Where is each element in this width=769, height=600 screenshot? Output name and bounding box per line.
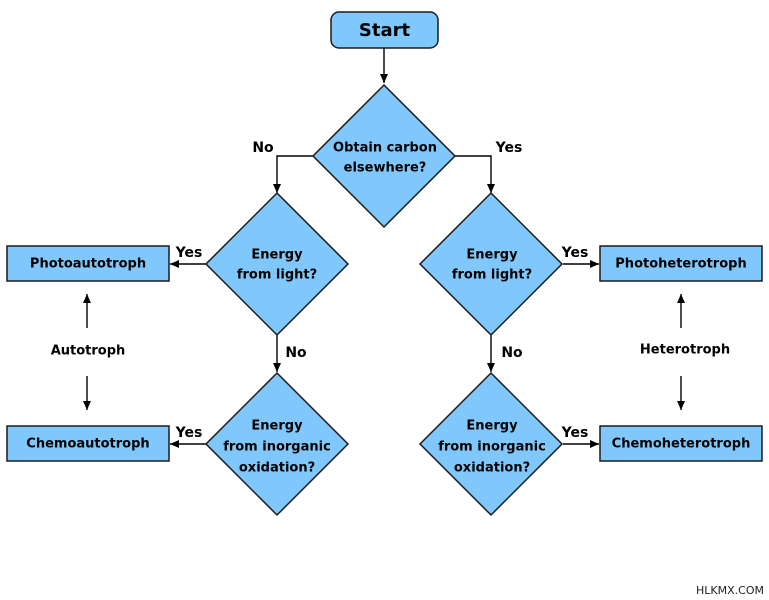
start-node: Start	[330, 11, 439, 49]
decision-light-right-line1: Energy	[466, 248, 518, 263]
edge-label-carbon-yes: Yes	[495, 140, 523, 156]
decision-carbon: Obtain carbon elsewhere?	[311, 83, 457, 229]
decision-inorganic-left-line2: from inorganic	[223, 440, 331, 455]
decision-light-left: Energy from light?	[204, 191, 350, 337]
decision-inorganic-right: Energy from inorganic oxidation?	[418, 371, 564, 517]
decision-carbon-line1: Obtain carbon	[333, 141, 437, 156]
edge-label-light-right-no: No	[501, 345, 523, 361]
edge-label-light-left-no: No	[285, 345, 307, 361]
decision-inorganic-right-line1: Energy	[466, 419, 518, 434]
edge-label-carbon-no: No	[252, 140, 274, 156]
edge-label-light-left-yes: Yes	[175, 245, 203, 261]
outcome-photoheterotroph-label: Photoheterotroph	[615, 257, 746, 272]
outcome-photoautotroph-label: Photoautotroph	[30, 257, 146, 272]
decision-inorganic-right-line2: from inorganic	[438, 440, 546, 455]
group-label-autotroph: Autotroph	[51, 344, 126, 359]
decision-light-left-line1: Energy	[251, 248, 303, 263]
outcome-chemoheterotroph-label: Chemoheterotroph	[612, 437, 751, 452]
outcome-chemoheterotroph: Chemoheterotroph	[599, 425, 763, 462]
decision-inorganic-right-line3: oxidation?	[454, 461, 530, 476]
watermark: HLKMX.COM	[696, 584, 764, 597]
decision-light-right: Energy from light?	[418, 191, 564, 337]
outcome-photoautotroph: Photoautotroph	[6, 245, 170, 282]
outcome-chemoautotroph-label: Chemoautotroph	[26, 437, 149, 452]
decision-carbon-line2: elsewhere?	[344, 161, 427, 176]
outcome-photoheterotroph: Photoheterotroph	[599, 245, 763, 282]
decision-inorganic-left-line1: Energy	[251, 419, 303, 434]
edge-label-inorganic-right-yes: Yes	[561, 425, 589, 441]
edge-label-light-right-yes: Yes	[561, 245, 589, 261]
edge-label-inorganic-left-yes: Yes	[175, 425, 203, 441]
decision-light-right-line2: from light?	[452, 268, 532, 283]
outcome-chemoautotroph: Chemoautotroph	[6, 425, 170, 462]
decision-inorganic-left: Energy from inorganic oxidation?	[204, 371, 350, 517]
decision-light-left-line2: from light?	[237, 268, 317, 283]
start-label: Start	[359, 20, 411, 41]
decision-inorganic-left-line3: oxidation?	[239, 461, 315, 476]
arrow-carbon-yes	[455, 155, 495, 193]
arrow-carbon-no	[273, 155, 314, 193]
group-label-heterotroph: Heterotroph	[640, 343, 730, 358]
